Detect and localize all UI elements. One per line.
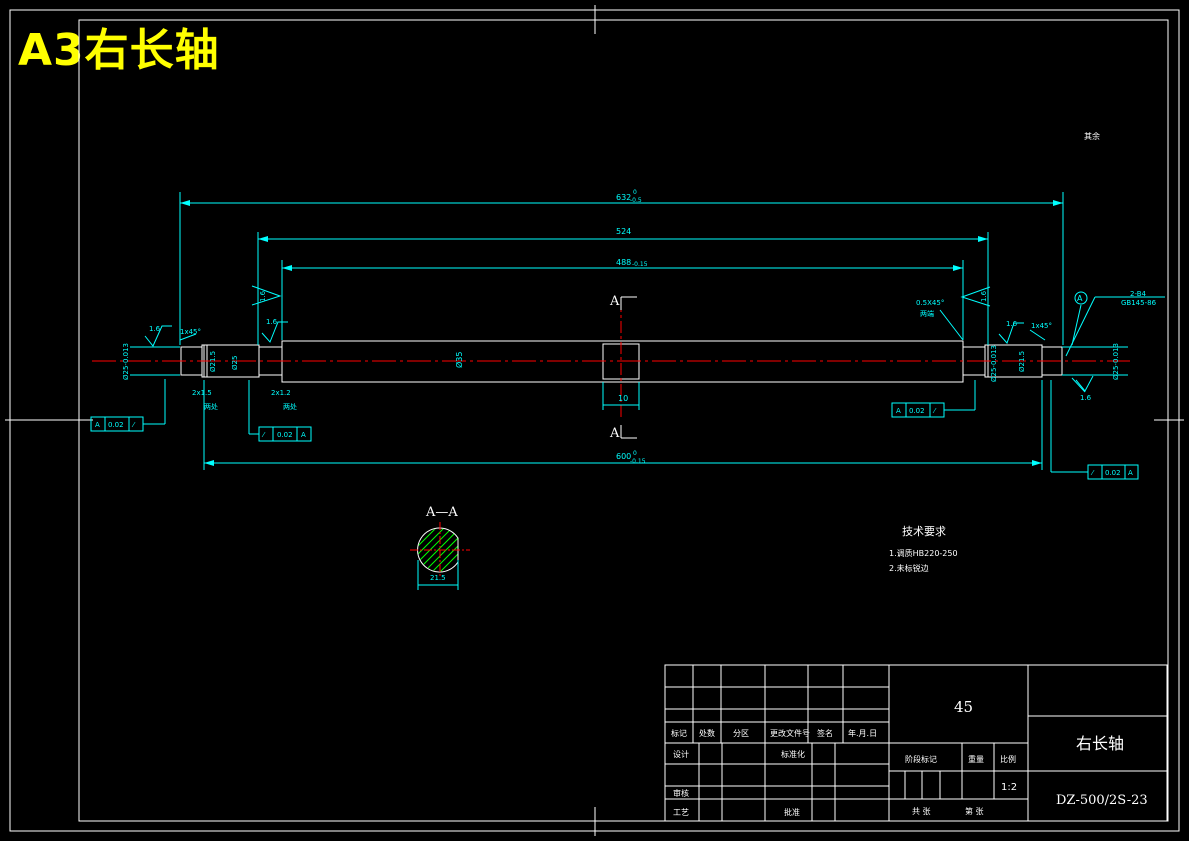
tol2-value: 0.02 xyxy=(277,431,293,439)
tol4-value: 0.02 xyxy=(1105,469,1121,477)
roughness-5: 1.6 xyxy=(1006,320,1018,328)
roughness-symbols xyxy=(144,285,1094,392)
section-outline xyxy=(417,527,459,573)
center-hole-std: GB145-86 xyxy=(1121,299,1157,307)
roughness-values: 1.6 1.6 1.6 1.6 1.6 1.6 xyxy=(149,290,1092,402)
dim-left-groove-1-note: 两处 xyxy=(204,402,218,411)
outer-border xyxy=(9,9,1180,832)
tb-material: 45 xyxy=(954,698,973,716)
tol-frame-texts: A 0.02 ⁄ ⁄ 0.02 A A 0.02 ⁄ ⁄ 0.02 A xyxy=(95,407,1133,477)
section-view-label: A—A xyxy=(425,505,458,520)
dim-overall: 632 xyxy=(616,193,631,202)
datum-label: A xyxy=(1077,294,1083,303)
tb-scale: 1:2 xyxy=(1001,782,1017,793)
tb-stage: 阶段标记 xyxy=(905,754,937,764)
dim-left-groove-2: 2x1.2 xyxy=(271,389,291,397)
section-label-bottom: A xyxy=(609,426,620,441)
sheet-title: A3右长轴 xyxy=(18,25,220,76)
note-other-roughness: 其余 xyxy=(1084,131,1100,141)
dim-left-dia-1: Ø21.5 xyxy=(209,351,217,372)
dim-body: 488 xyxy=(616,258,631,267)
tol1-value: 0.02 xyxy=(108,421,124,429)
dimension-texts: 632 0 -0.5 524 488 -0.15 600 0 -0.15 Ø35… xyxy=(122,189,1157,465)
dim-overall-tol-upper: 0 xyxy=(633,189,637,196)
tb-approve: 批准 xyxy=(784,807,800,817)
tb-sheet-total: 共 张 xyxy=(912,807,931,816)
rev-header-mark: 标记 xyxy=(671,728,687,738)
tech-req-item-1: 1.调质HB220-250 xyxy=(889,548,958,558)
dim-span: 524 xyxy=(616,227,631,236)
dim-body-dia: Ø35 xyxy=(454,352,464,368)
tol2-symbol: ⁄ xyxy=(261,431,266,439)
section-markers xyxy=(620,296,637,439)
rev-header-docno: 更改文件号 xyxy=(770,728,810,738)
rev-header-sign: 签名 xyxy=(817,728,833,738)
tech-req-item-2: 2.未标锐边 xyxy=(889,563,929,573)
dim-bottom: 600 xyxy=(616,452,631,461)
tech-req-title: 技术要求 xyxy=(902,525,946,538)
dim-right-dia-2: Ø21.5 xyxy=(1018,351,1026,372)
dim-left-dia-2: Ø25 xyxy=(231,356,239,370)
title-block-texts: 标记 处数 分区 更改文件号 签名 年.月.日 设计 标准化 审核 工艺 批准 … xyxy=(671,728,1017,817)
tb-sheet-no: 第 张 xyxy=(965,806,984,816)
dim-body-tol: -0.15 xyxy=(632,261,648,268)
section-width: 21.5 xyxy=(430,574,446,582)
tol4-symbol: ⁄ xyxy=(1090,469,1095,477)
leader-lines xyxy=(130,296,1165,473)
rev-header-count: 处数 xyxy=(699,728,715,738)
tol1-symbol: ⁄ xyxy=(131,421,136,429)
tb-drawing-no: DZ-500/2S-23 xyxy=(1056,793,1148,808)
rev-header-date: 年.月.日 xyxy=(848,728,877,738)
tb-standardize: 标准化 xyxy=(781,749,805,759)
dim-left-dia-main: Ø25-0.013 xyxy=(122,343,130,380)
rev-header-zone: 分区 xyxy=(733,729,749,738)
dim-bottom-tol-lower: -0.15 xyxy=(630,458,646,465)
dimension-arrows xyxy=(180,200,1063,466)
title-block-grid xyxy=(664,664,1168,822)
section-label-top: A xyxy=(609,294,620,309)
tb-scale-label: 比例 xyxy=(1000,754,1016,764)
dim-right-dia-1: Ø25-0.013 xyxy=(990,345,998,382)
roughness-1: 1.6 xyxy=(149,325,161,333)
tol-frames xyxy=(90,402,1139,480)
tol1-datum: A xyxy=(95,421,100,429)
dim-right-dia-main: Ø25-0.013 xyxy=(1112,343,1120,380)
dim-chamfer-center-note: 两端 xyxy=(920,309,934,318)
tb-design: 设计 xyxy=(673,749,689,759)
roughness-4: 1.6 xyxy=(980,290,988,302)
section-dim xyxy=(417,560,459,590)
dim-chamfer-center: 0.5X45° xyxy=(916,299,944,307)
drawing-frame xyxy=(78,19,1169,822)
dim-chamfer-left: 1x45° xyxy=(180,328,201,336)
tol2-datum: A xyxy=(301,431,306,439)
tol3-symbol: ⁄ xyxy=(932,407,937,415)
center-hole-spec: 2-B4 xyxy=(1130,290,1147,298)
dim-bottom-tol-upper: 0 xyxy=(633,450,637,457)
dim-overall-tol-lower: -0.5 xyxy=(630,197,642,204)
datum-circle xyxy=(1074,291,1088,305)
tb-part-name: 右长轴 xyxy=(1076,734,1124,753)
dim-key-width: 10 xyxy=(618,394,628,403)
dim-left-groove-2-note: 两处 xyxy=(283,402,297,411)
tol4-datum: A xyxy=(1128,469,1133,477)
tol3-value: 0.02 xyxy=(909,407,925,415)
roughness-2: 1.6 xyxy=(266,318,278,326)
dim-left-groove-1: 2x1.5 xyxy=(192,389,212,397)
tol3-datum: A xyxy=(896,407,901,415)
dim-chamfer-right: 1x45° xyxy=(1031,322,1052,330)
tb-check: 审核 xyxy=(673,788,689,798)
roughness-3: 1.6 xyxy=(259,290,267,302)
roughness-6: 1.6 xyxy=(1080,394,1092,402)
tb-process: 工艺 xyxy=(673,808,689,817)
tb-weight: 重量 xyxy=(968,754,984,764)
